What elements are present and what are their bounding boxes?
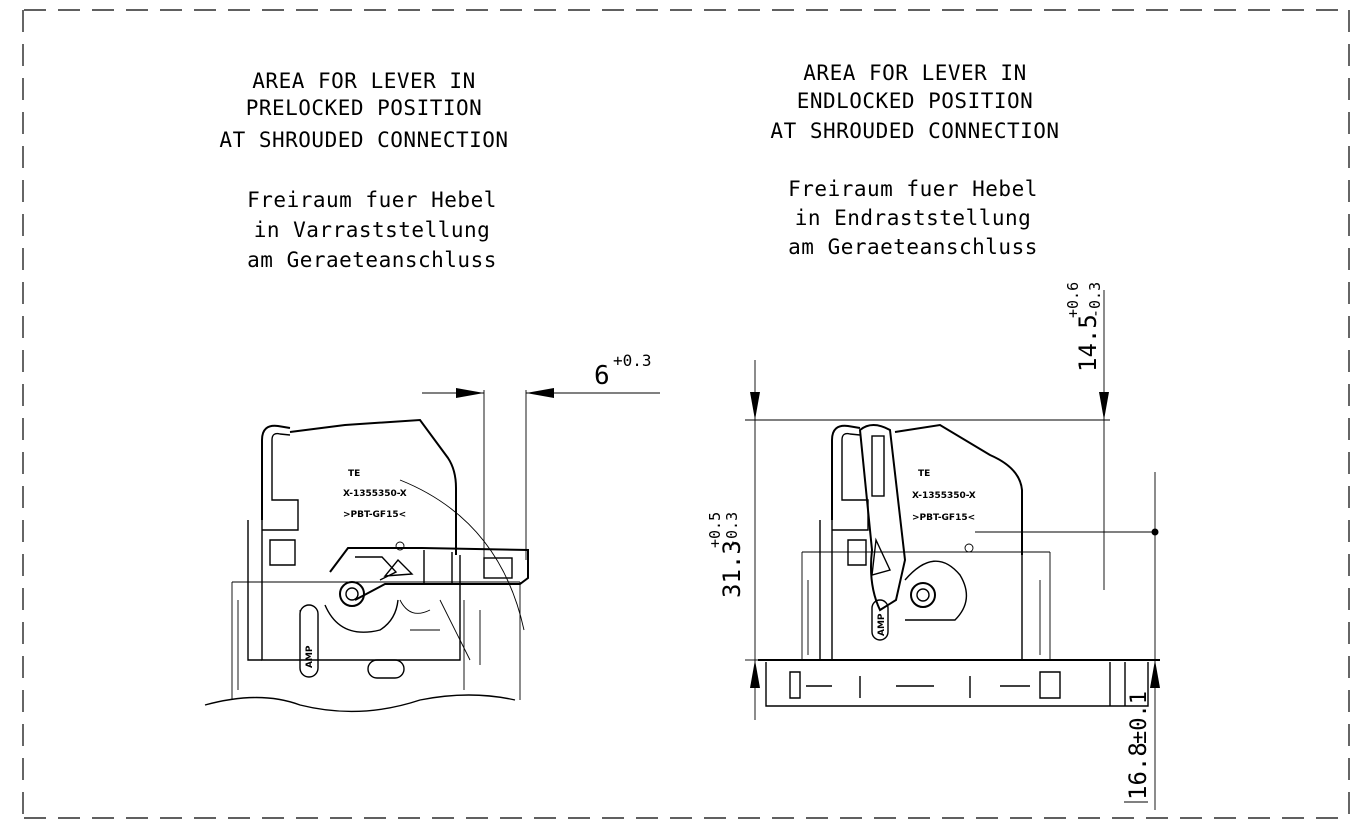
right-dimension-31-3: 31.3 +0.5 -0.3: [706, 360, 1110, 720]
svg-text:am Geraeteanschluss: am Geraeteanschluss: [788, 235, 1038, 259]
svg-text:-0.3: -0.3: [723, 512, 741, 548]
right-dimension-16-8: 16.8 ±0.1: [975, 472, 1160, 810]
svg-text:-0.3: -0.3: [1086, 282, 1104, 318]
svg-text:14.5: 14.5: [1074, 314, 1102, 372]
svg-text:6: 6: [594, 361, 610, 391]
svg-text:X-1355350-X: X-1355350-X: [912, 491, 976, 501]
svg-text:TE: TE: [348, 469, 360, 479]
svg-text:16.8: 16.8: [1124, 742, 1152, 800]
left-part-marking: TE X-1355350-X >PBT-GF15<: [343, 469, 407, 520]
svg-text:±0.1: ±0.1: [1127, 691, 1152, 744]
svg-text:PRELOCKED POSITION: PRELOCKED POSITION: [246, 96, 483, 120]
svg-text:>PBT-GF15<: >PBT-GF15<: [912, 513, 975, 523]
left-connector-drawing: AMP: [204, 418, 529, 713]
svg-text:+0.5: +0.5: [706, 512, 724, 548]
svg-text:in Varraststellung: in Varraststellung: [254, 218, 491, 242]
svg-text:AREA FOR LEVER IN: AREA FOR LEVER IN: [252, 69, 475, 93]
border-frame: [22, 9, 1350, 819]
svg-text:AMP: AMP: [305, 645, 315, 668]
right-dimension-14-5: 14.5 +0.6 -0.3: [1064, 282, 1109, 590]
svg-text:+0.3: +0.3: [613, 351, 652, 370]
svg-text:TE: TE: [918, 469, 930, 479]
right-part-marking: TE X-1355350-X >PBT-GF15<: [912, 469, 976, 523]
left-dimension-6: 6 +0.3: [422, 351, 660, 560]
left-caption-english: AREA FOR LEVER IN PRELOCKED POSITION AT …: [219, 69, 508, 152]
svg-text:AT SHROUDED CONNECTION: AT SHROUDED CONNECTION: [770, 119, 1059, 143]
right-caption-german: Freiraum fuer Hebel in Endraststellung a…: [788, 177, 1038, 259]
svg-text:31.3: 31.3: [718, 540, 746, 598]
svg-text:Freiraum fuer Hebel: Freiraum fuer Hebel: [788, 177, 1038, 201]
svg-text:ENDLOCKED POSITION: ENDLOCKED POSITION: [797, 89, 1034, 113]
svg-text:AT SHROUDED CONNECTION: AT SHROUDED CONNECTION: [219, 128, 508, 152]
svg-text:in Endraststellung: in Endraststellung: [795, 206, 1032, 230]
right-caption-english: AREA FOR LEVER IN ENDLOCKED POSITION AT …: [770, 61, 1059, 143]
svg-text:AREA FOR LEVER IN: AREA FOR LEVER IN: [803, 61, 1026, 85]
svg-text:X-1355350-X: X-1355350-X: [343, 489, 407, 499]
svg-text:>PBT-GF15<: >PBT-GF15<: [343, 510, 406, 520]
svg-text:+0.6: +0.6: [1064, 282, 1082, 318]
right-connector-drawing: AMP: [758, 423, 1160, 707]
svg-text:Freiraum fuer Hebel: Freiraum fuer Hebel: [247, 188, 497, 212]
left-caption-german: Freiraum fuer Hebel in Varraststellung a…: [247, 188, 497, 272]
svg-text:am Geraeteanschluss: am Geraeteanschluss: [247, 248, 497, 272]
svg-text:AMP: AMP: [877, 613, 887, 636]
